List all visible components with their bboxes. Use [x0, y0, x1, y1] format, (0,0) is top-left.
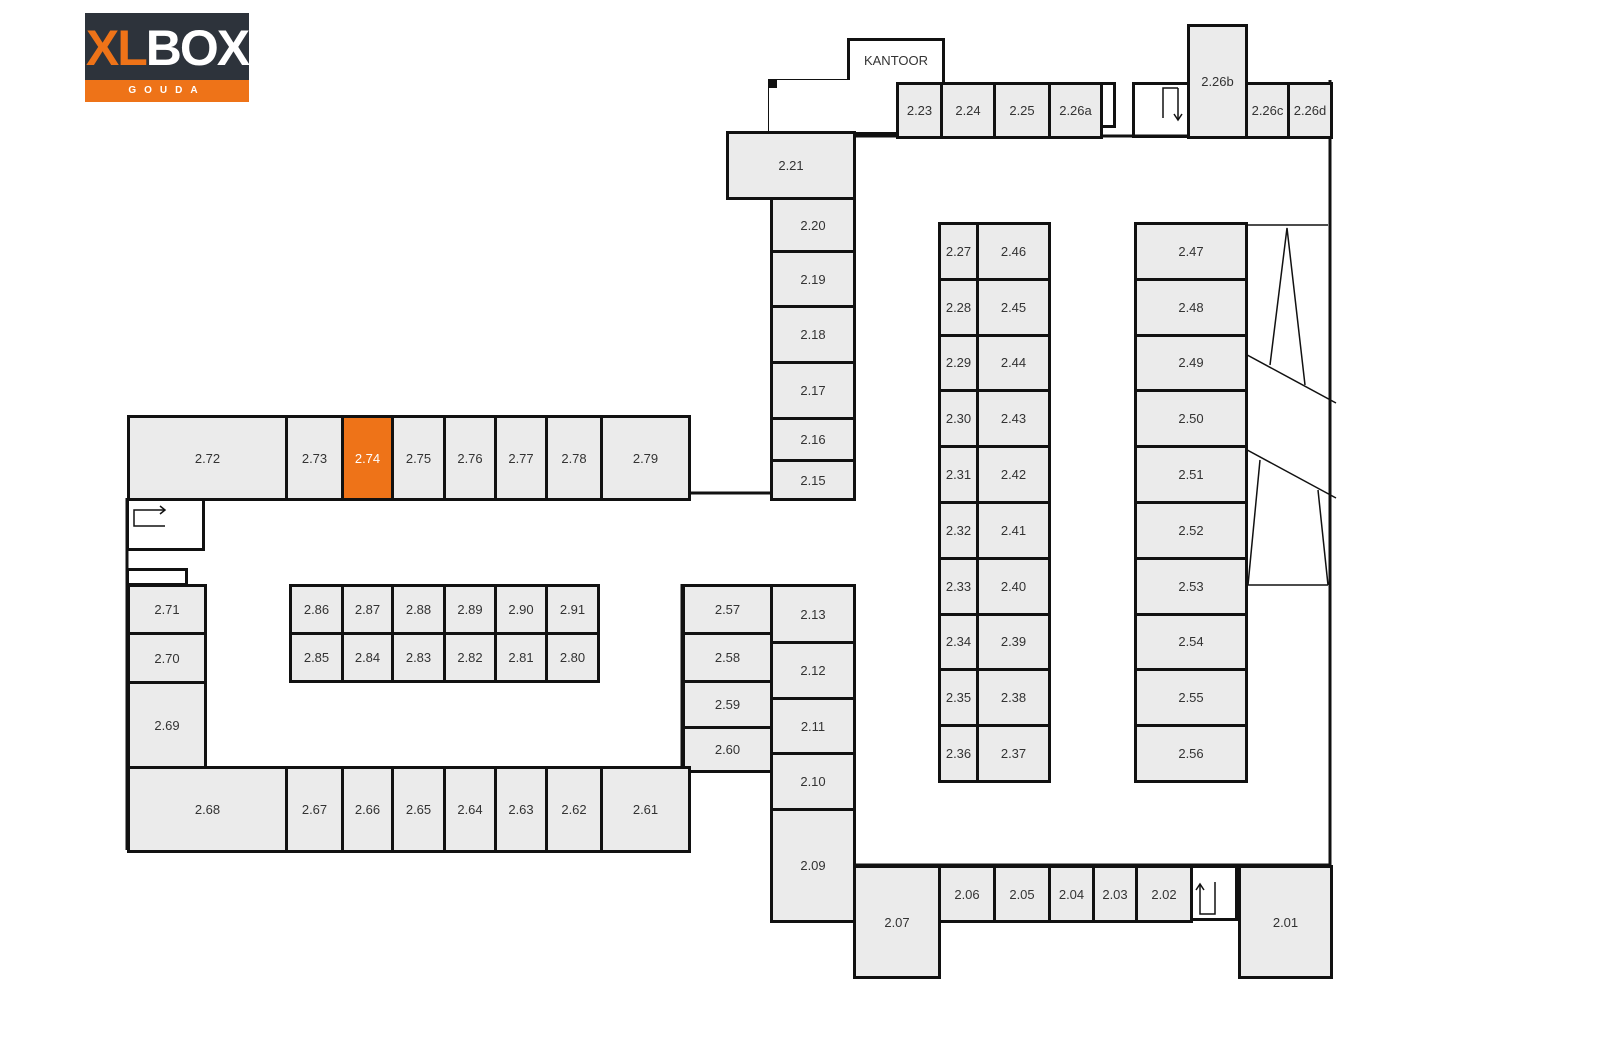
- storage-unit-2-45[interactable]: 2.45: [976, 277, 1051, 337]
- storage-unit-2-21[interactable]: 2.21: [726, 131, 856, 200]
- storage-unit-2-10[interactable]: 2.10: [770, 752, 856, 811]
- storage-unit-2-44[interactable]: 2.44: [976, 333, 1051, 393]
- storage-unit-2-55[interactable]: 2.55: [1134, 668, 1248, 728]
- storage-unit-2-31[interactable]: 2.31: [938, 445, 979, 504]
- storage-unit-2-85[interactable]: 2.85: [289, 632, 344, 683]
- storage-unit-2-24[interactable]: 2.24: [940, 82, 996, 139]
- storage-unit-2-15[interactable]: 2.15: [770, 459, 856, 501]
- storage-unit-2-35[interactable]: 2.35: [938, 668, 979, 728]
- storage-unit-2-02[interactable]: 2.02: [1135, 865, 1193, 923]
- storage-unit-2-04[interactable]: 2.04: [1048, 865, 1095, 923]
- storage-unit-2-40[interactable]: 2.40: [976, 556, 1051, 616]
- storage-unit-2-81[interactable]: 2.81: [494, 632, 548, 683]
- storage-unit-2-33[interactable]: 2.33: [938, 556, 979, 616]
- storage-unit-2-26d[interactable]: 2.26d: [1287, 82, 1333, 139]
- storage-unit-2-75[interactable]: 2.75: [391, 415, 446, 501]
- storage-unit-2-76[interactable]: 2.76: [443, 415, 497, 501]
- storage-unit-2-48[interactable]: 2.48: [1134, 277, 1248, 337]
- storage-unit-2-50[interactable]: 2.50: [1134, 389, 1248, 449]
- storage-unit-2-18[interactable]: 2.18: [770, 305, 856, 364]
- storage-unit-2-88[interactable]: 2.88: [391, 584, 446, 635]
- storage-unit-2-69[interactable]: 2.69: [127, 681, 207, 769]
- storage-unit-2-66[interactable]: 2.66: [341, 766, 394, 853]
- storage-unit-2-73[interactable]: 2.73: [285, 415, 344, 501]
- storage-unit-2-54[interactable]: 2.54: [1134, 612, 1248, 672]
- storage-unit-2-23[interactable]: 2.23: [896, 82, 943, 139]
- storage-unit-2-34[interactable]: 2.34: [938, 612, 979, 672]
- storage-unit-2-39[interactable]: 2.39: [976, 612, 1051, 672]
- xlbox-logo: XLBOX GOUDA: [85, 13, 250, 102]
- storage-unit-2-71[interactable]: 2.71: [127, 584, 207, 635]
- storage-unit-2-52[interactable]: 2.52: [1134, 501, 1248, 560]
- storage-unit-2-06[interactable]: 2.06: [938, 865, 996, 923]
- storage-unit-2-65[interactable]: 2.65: [391, 766, 446, 853]
- storage-unit-2-32[interactable]: 2.32: [938, 501, 979, 560]
- storage-unit-2-77[interactable]: 2.77: [494, 415, 548, 501]
- storage-unit-2-60[interactable]: 2.60: [682, 726, 773, 773]
- storage-unit-2-74[interactable]: 2.74: [341, 415, 394, 501]
- storage-unit-2-16[interactable]: 2.16: [770, 417, 856, 462]
- storage-unit-2-59[interactable]: 2.59: [682, 680, 773, 729]
- storage-unit-2-38[interactable]: 2.38: [976, 668, 1051, 728]
- storage-unit-2-26a[interactable]: 2.26a: [1048, 82, 1103, 139]
- storage-unit-2-58[interactable]: 2.58: [682, 632, 773, 683]
- storage-unit-2-41[interactable]: 2.41: [976, 501, 1051, 560]
- storage-unit-2-05[interactable]: 2.05: [993, 865, 1051, 923]
- storage-unit-2-78[interactable]: 2.78: [545, 415, 603, 501]
- logo-xl: XL: [85, 20, 148, 76]
- storage-unit-2-11[interactable]: 2.11: [770, 697, 856, 755]
- storage-unit-2-27[interactable]: 2.27: [938, 222, 979, 281]
- storage-unit-2-17[interactable]: 2.17: [770, 361, 856, 420]
- storage-unit-2-83[interactable]: 2.83: [391, 632, 446, 683]
- storage-unit-2-03[interactable]: 2.03: [1092, 865, 1138, 923]
- storage-unit-2-72[interactable]: 2.72: [127, 415, 288, 501]
- storage-unit-2-12[interactable]: 2.12: [770, 641, 856, 700]
- storage-unit-2-29[interactable]: 2.29: [938, 333, 979, 393]
- storage-unit-2-49[interactable]: 2.49: [1134, 333, 1248, 393]
- storage-unit-2-89[interactable]: 2.89: [443, 584, 497, 635]
- logo-city: GOUDA: [85, 80, 249, 102]
- storage-unit-2-47[interactable]: 2.47: [1134, 222, 1248, 281]
- storage-unit-2-20[interactable]: 2.20: [770, 197, 856, 253]
- storage-unit-2-13[interactable]: 2.13: [770, 584, 856, 644]
- storage-unit-2-62[interactable]: 2.62: [545, 766, 603, 853]
- storage-unit-2-56[interactable]: 2.56: [1134, 724, 1248, 783]
- storage-unit-2-64[interactable]: 2.64: [443, 766, 497, 853]
- stairs-top: [1132, 82, 1190, 138]
- storage-unit-2-87[interactable]: 2.87: [341, 584, 394, 635]
- storage-unit-2-07[interactable]: 2.07: [853, 865, 941, 979]
- storage-unit-2-37[interactable]: 2.37: [976, 724, 1051, 783]
- storage-unit-2-01[interactable]: 2.01: [1238, 865, 1333, 979]
- storage-unit-2-80[interactable]: 2.80: [545, 632, 600, 683]
- storage-unit-2-67[interactable]: 2.67: [285, 766, 344, 853]
- office-label: KANTOOR: [863, 53, 929, 68]
- storage-unit-2-70[interactable]: 2.70: [127, 632, 207, 684]
- storage-unit-2-26b[interactable]: 2.26b: [1187, 24, 1248, 139]
- storage-unit-2-53[interactable]: 2.53: [1134, 556, 1248, 616]
- storage-unit-2-42[interactable]: 2.42: [976, 445, 1051, 504]
- storage-unit-2-82[interactable]: 2.82: [443, 632, 497, 683]
- storage-unit-2-84[interactable]: 2.84: [341, 632, 394, 683]
- storage-unit-2-19[interactable]: 2.19: [770, 250, 856, 308]
- storage-unit-2-43[interactable]: 2.43: [976, 389, 1051, 449]
- storage-unit-2-25[interactable]: 2.25: [993, 82, 1051, 139]
- storage-unit-2-26c[interactable]: 2.26c: [1245, 82, 1290, 139]
- corner-marker: [768, 79, 777, 88]
- storage-unit-2-86[interactable]: 2.86: [289, 584, 344, 635]
- storage-unit-2-57[interactable]: 2.57: [682, 584, 773, 635]
- storage-unit-2-63[interactable]: 2.63: [494, 766, 548, 853]
- storage-unit-2-51[interactable]: 2.51: [1134, 445, 1248, 504]
- storage-unit-2-61[interactable]: 2.61: [600, 766, 691, 853]
- storage-unit-2-90[interactable]: 2.90: [494, 584, 548, 635]
- entrance-area: [768, 79, 850, 134]
- storage-unit-2-09[interactable]: 2.09: [770, 808, 856, 923]
- storage-unit-2-68[interactable]: 2.68: [127, 766, 288, 853]
- storage-unit-2-28[interactable]: 2.28: [938, 277, 979, 337]
- storage-unit-2-46[interactable]: 2.46: [976, 222, 1051, 281]
- storage-unit-2-36[interactable]: 2.36: [938, 724, 979, 783]
- logo-box: BOX: [145, 20, 250, 76]
- storage-unit-2-91[interactable]: 2.91: [545, 584, 600, 635]
- storage-unit-2-30[interactable]: 2.30: [938, 389, 979, 449]
- storage-unit-2-79[interactable]: 2.79: [600, 415, 691, 501]
